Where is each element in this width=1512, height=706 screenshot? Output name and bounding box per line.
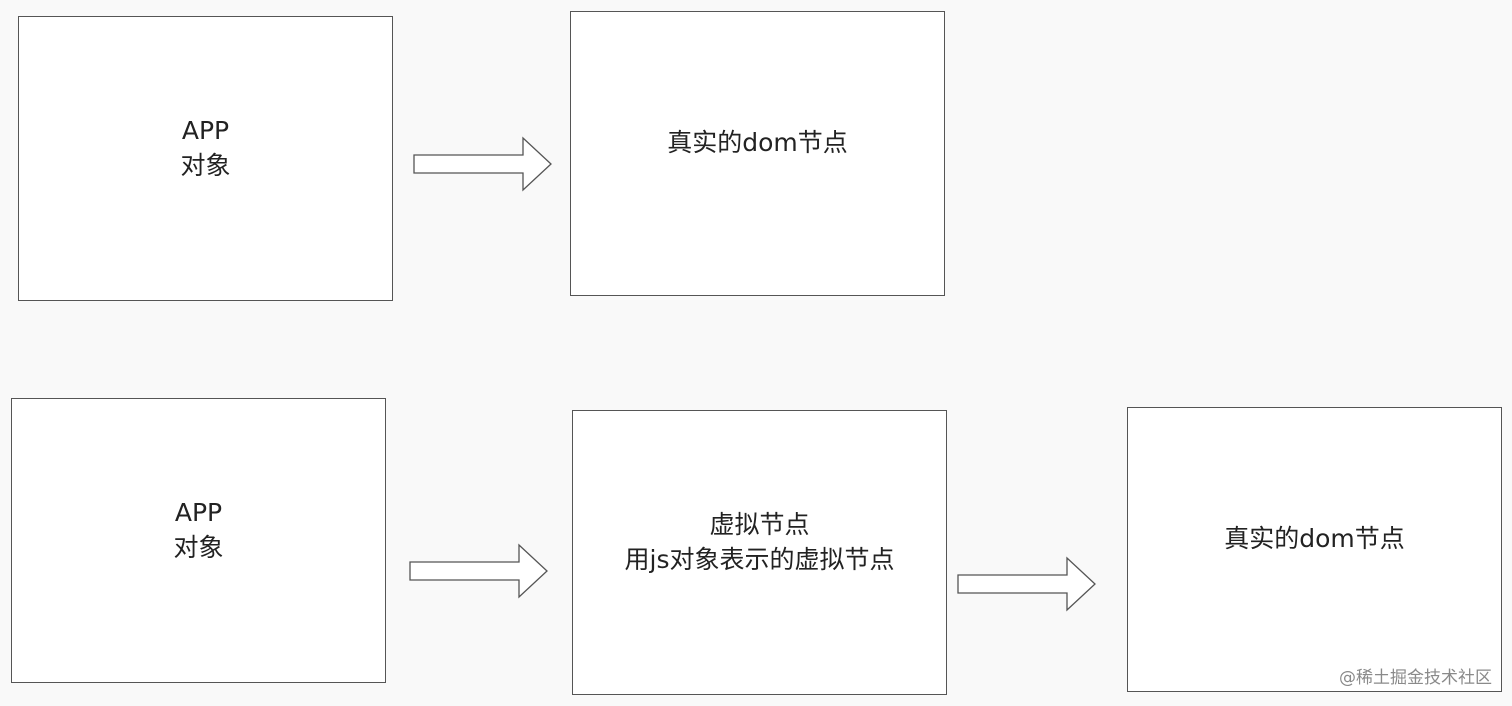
- bottom-app-object-box: APP 对象: [11, 398, 386, 683]
- top-real-dom-label-wrap: 真实的dom节点: [667, 125, 848, 160]
- bottom-app-label: APP: [174, 497, 223, 527]
- bottom-arrow-virtual-to-dom: [957, 556, 1096, 612]
- virtual-node-label: 虚拟节点 用js对象表示的虚拟节点: [625, 507, 895, 577]
- top-real-dom-box: 真实的dom节点: [570, 11, 945, 296]
- top-object-label: 对象: [180, 150, 231, 180]
- bottom-object-label: 对象: [173, 532, 224, 562]
- virtual-node-title: 虚拟节点: [709, 509, 810, 539]
- bottom-real-dom-label-wrap: 真实的dom节点: [1224, 521, 1405, 556]
- virtual-node-box: 虚拟节点 用js对象表示的虚拟节点: [572, 410, 947, 695]
- top-app-label: APP: [181, 115, 230, 145]
- watermark: @稀土掘金技术社区: [1339, 668, 1492, 688]
- top-app-object-box: APP 对象: [18, 16, 393, 301]
- bottom-real-dom-label: 真实的dom节点: [1224, 524, 1405, 553]
- top-app-object-label: APP 对象: [180, 113, 230, 183]
- top-arrow-app-to-dom: [413, 136, 552, 192]
- bottom-real-dom-box: 真实的dom节点: [1127, 407, 1502, 692]
- bottom-app-object-label: APP 对象: [173, 495, 223, 565]
- top-real-dom-label: 真实的dom节点: [667, 128, 848, 157]
- bottom-arrow-app-to-virtual: [409, 543, 548, 599]
- virtual-node-description: 用js对象表示的虚拟节点: [624, 544, 895, 574]
